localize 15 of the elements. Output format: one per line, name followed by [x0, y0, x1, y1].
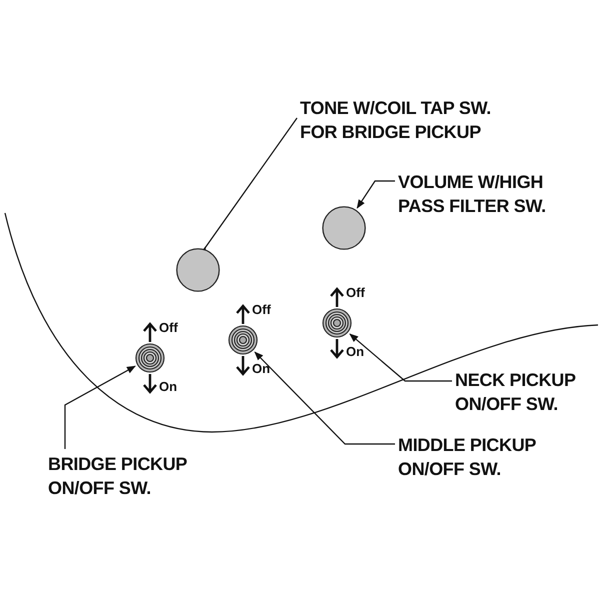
callout-label: BRIDGE PICKUP ON/OFF SW.	[48, 453, 188, 500]
callout-label: NECK PICKUP ON/OFF SW.	[455, 369, 576, 416]
switch-position-label: On	[252, 361, 270, 376]
switch-position-label: Off	[252, 302, 271, 317]
switch-position-label: Off	[159, 320, 178, 335]
leader-line	[254, 352, 395, 445]
callout-label: TONE W/COIL TAP SW. FOR BRIDGE PICKUP	[300, 97, 492, 144]
switch-position-label: On	[346, 344, 364, 359]
callout-label: VOLUME W/HIGH PASS FILTER SW.	[398, 171, 547, 218]
leader-line	[64, 366, 136, 449]
callout-label: MIDDLE PICKUP ON/OFF SW.	[398, 434, 537, 481]
switch-position-label: On	[159, 379, 178, 394]
leader-line	[349, 333, 452, 382]
switch-position-label: Off	[346, 285, 365, 300]
leader-line	[356, 180, 395, 209]
